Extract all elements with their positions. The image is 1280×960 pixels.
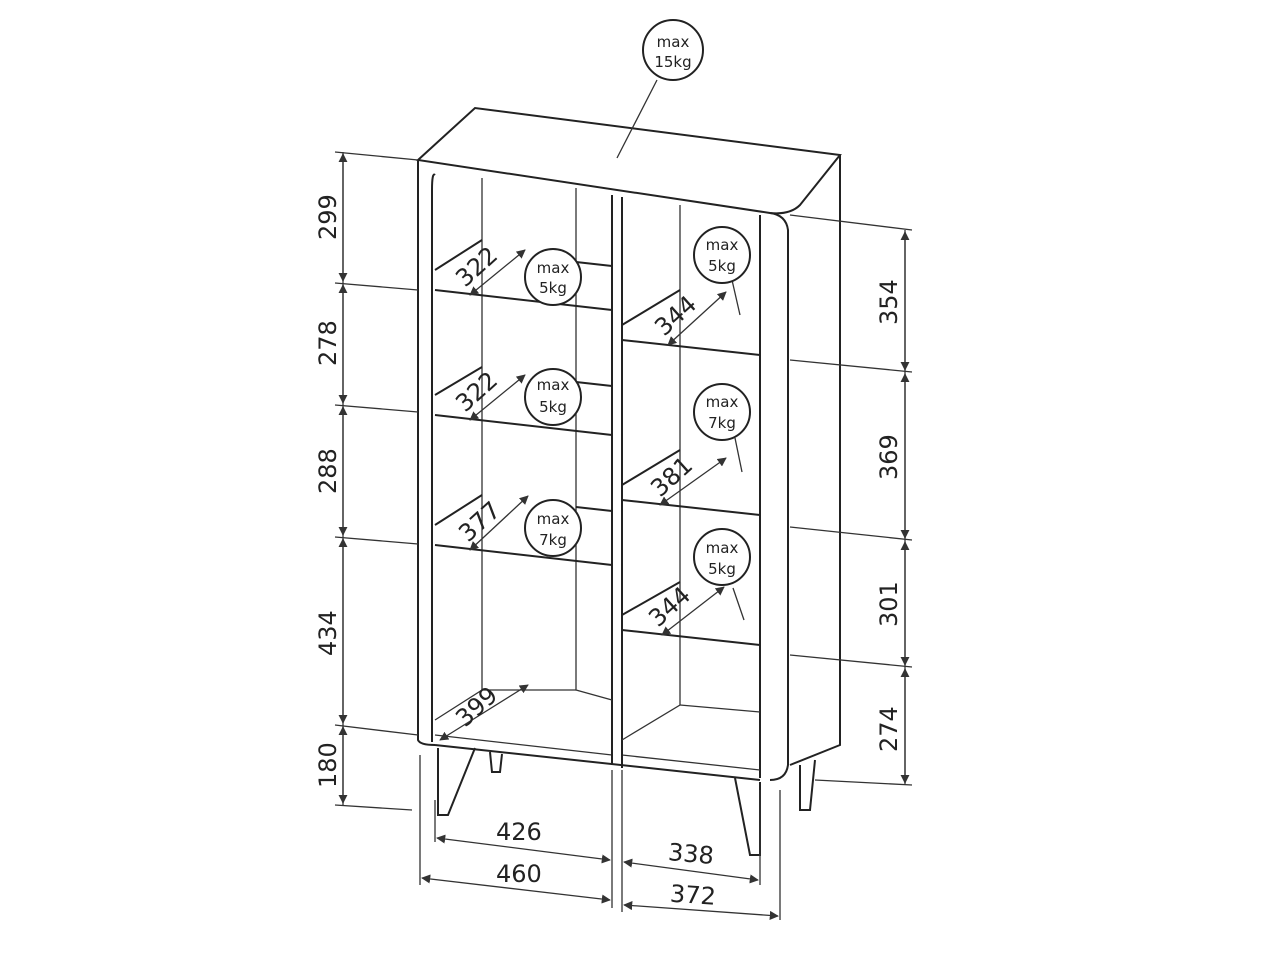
width-label: 426 (496, 818, 542, 846)
load-label: 5kg (539, 279, 567, 297)
load-label: max (706, 236, 739, 254)
width-label: 372 (669, 880, 717, 911)
width-label: 338 (667, 838, 715, 870)
load-label: max (537, 510, 570, 528)
shelf-depth-label: 344 (649, 290, 702, 341)
shelf-depth-label: 377 (453, 496, 506, 547)
width-label: 460 (496, 860, 542, 888)
shelf-depth-label: 344 (643, 581, 696, 632)
right-height-dimensions: 354 369 301 274 (789, 214, 913, 786)
height-label: 369 (875, 434, 903, 480)
load-label: 5kg (708, 560, 736, 578)
load-label: 5kg (539, 398, 567, 416)
height-label: 301 (875, 581, 903, 627)
shelf-depth-dimensions: 322 322 377 399 344 381 344 (439, 241, 727, 741)
height-label: 354 (875, 279, 903, 325)
load-label: 7kg (708, 414, 736, 432)
load-label: max (706, 539, 739, 557)
load-label: max (657, 33, 690, 51)
load-label: max (706, 393, 739, 411)
shelf-depth-label: 399 (450, 681, 503, 732)
left-height-dimensions: 299 278 288 434 180 (314, 151, 419, 811)
height-label: 288 (314, 448, 342, 494)
load-label: max (537, 376, 570, 394)
height-label: 180 (314, 742, 342, 788)
cabinet-outline (415, 106, 842, 856)
height-label: 274 (875, 706, 903, 752)
load-label: 5kg (708, 257, 736, 275)
load-label: 15kg (654, 53, 691, 71)
width-dimensions: 426 460 338 372 (419, 755, 781, 920)
load-label: max (537, 259, 570, 277)
shelf-depth-label: 322 (450, 241, 503, 292)
height-label: 434 (314, 610, 342, 656)
load-labels: max 15kg max 5kg max 5kg max 7kg max 5kg… (524, 19, 751, 621)
shelf-depth-label: 381 (645, 451, 698, 502)
height-label: 299 (314, 194, 342, 240)
load-label: 7kg (539, 531, 567, 549)
shelf-depth-label: 322 (450, 366, 503, 417)
height-label: 278 (314, 320, 342, 366)
